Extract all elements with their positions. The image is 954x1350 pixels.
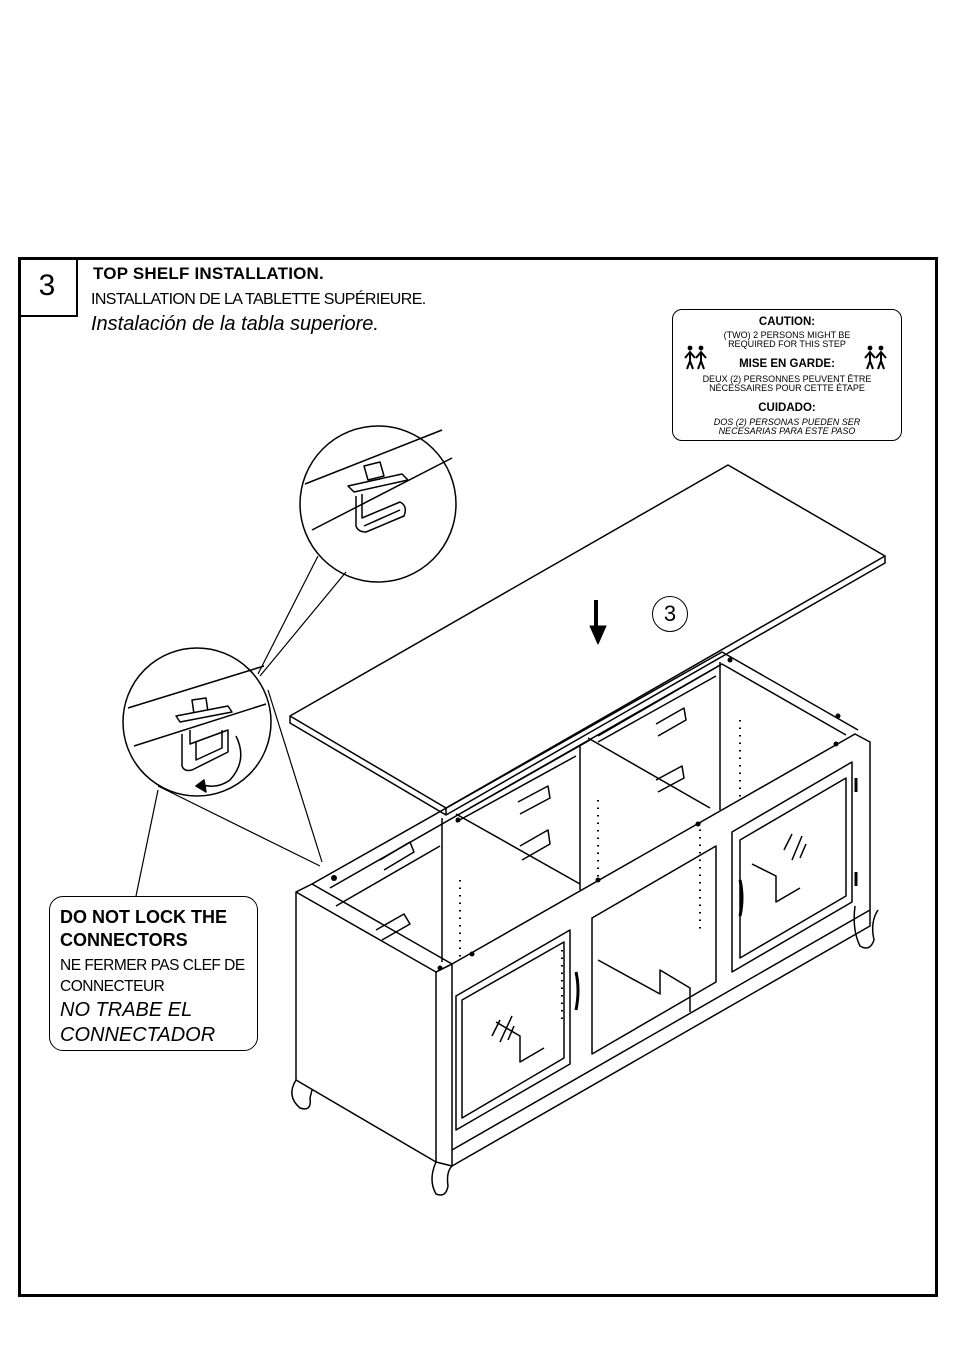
- warning-text-en: DO NOT LOCK THE CONNECTORS: [60, 907, 227, 950]
- caution-text-en-2: REQUIRED FOR THIS STEP: [728, 339, 846, 349]
- caution-box: CAUTION: (TWO) 2 PERSONS MIGHT BE REQUIR…: [672, 309, 902, 441]
- caution-text-fr-2: NÉCESSAIRES POUR CETTE ÉTAPE: [709, 383, 865, 393]
- caution-text-en-1: (TWO) 2 PERSONS MIGHT BE: [723, 330, 851, 340]
- warning-text-es: NO TRABE EL CONNECTADOR: [60, 999, 216, 1046]
- step-frame: [18, 257, 938, 1297]
- warning-text-fr: NE FERMER PAS CLEF DE CONNECTEUR: [60, 957, 245, 995]
- caution-heading-es: CUIDADO:: [758, 402, 816, 414]
- caution-heading-en: CAUTION:: [758, 316, 816, 328]
- two-persons-icon: [864, 345, 887, 370]
- caution-text-es-2: NECESARIAS PARA ESTE PASO: [718, 426, 856, 436]
- detail-circle-connector-rotate: [122, 647, 272, 797]
- part-callout: 3: [652, 596, 688, 632]
- caution-text-fr-1: DEUX (2) PERSONNES PEUVENT ÊTRE: [702, 374, 872, 384]
- cabinet-body: [291, 651, 879, 1196]
- two-persons-icon: [684, 345, 707, 370]
- top-shelf-panel: [289, 464, 886, 816]
- warning-box: DO NOT LOCK THE CONNECTORS NE FERMER PAS…: [49, 896, 258, 1051]
- down-arrow-icon: [589, 600, 607, 645]
- step-number: 3: [18, 257, 78, 317]
- step-title-en: TOP SHELF INSTALLATION.: [93, 264, 324, 283]
- step-title-fr: INSTALLATION DE LA TABLETTE SUPÉRIEURE.: [91, 291, 426, 308]
- caution-text-es-1: DOS (2) PERSONAS PUEDEN SER: [713, 417, 861, 427]
- detail-circle-connector-open: [299, 425, 457, 583]
- step-title-es: Instalación de la tabla superiore.: [91, 313, 379, 335]
- caution-heading-fr: MISE EN GARDE:: [739, 358, 835, 370]
